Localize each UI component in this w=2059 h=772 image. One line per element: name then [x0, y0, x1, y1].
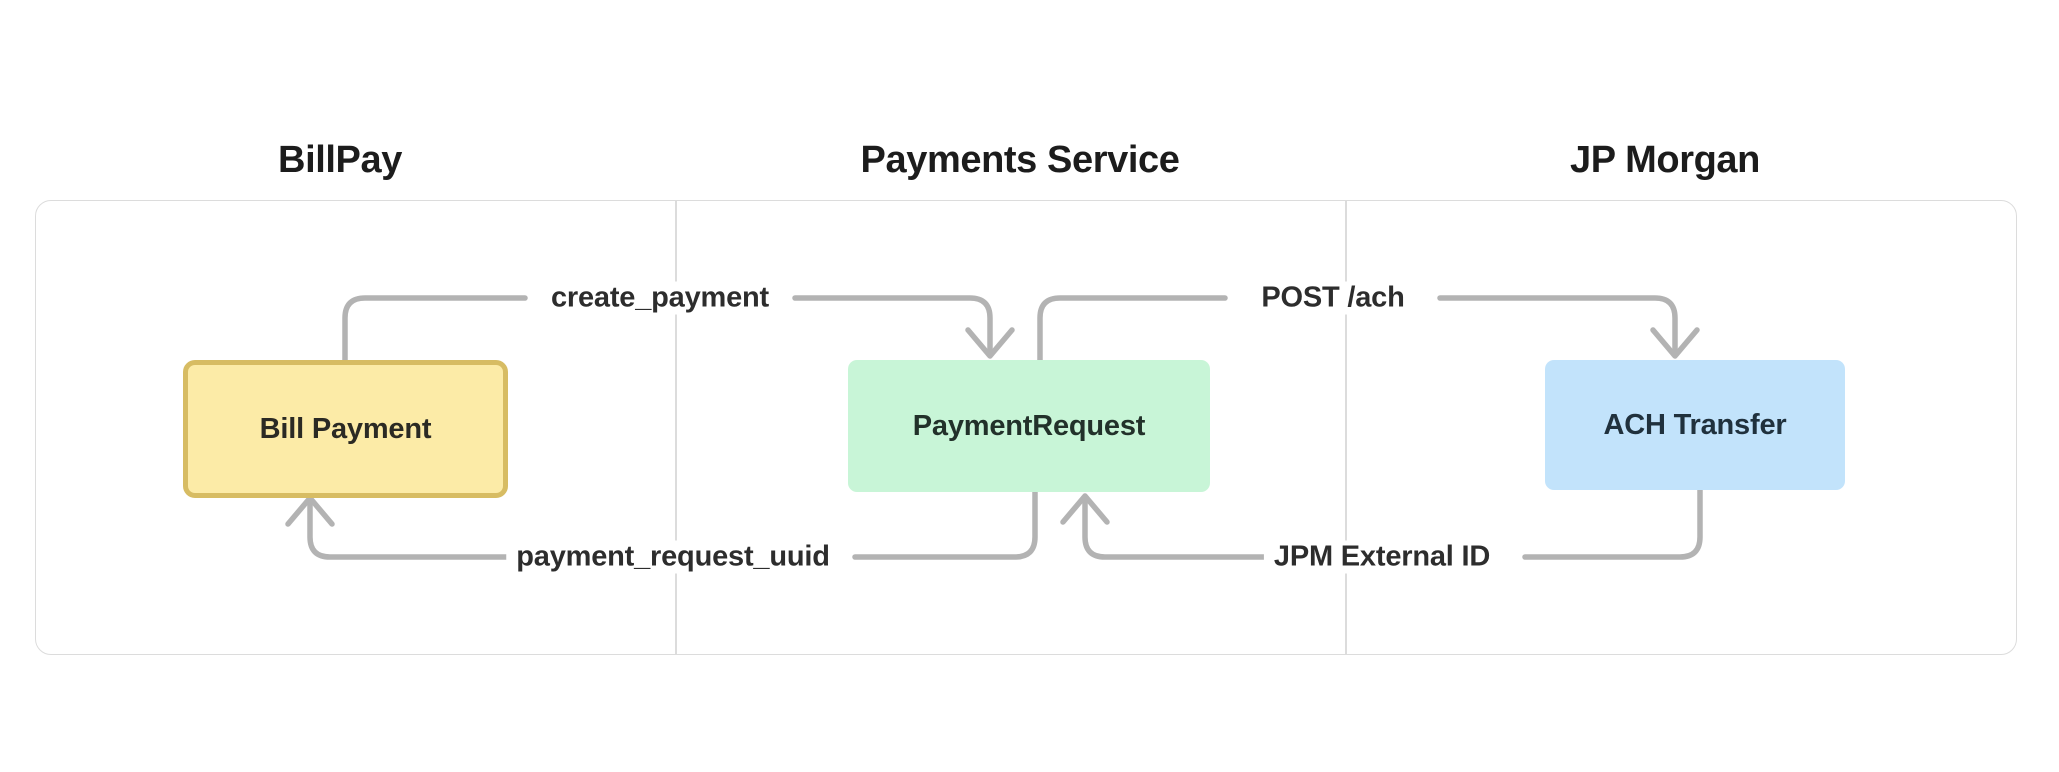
edge-label-jpm-external-id: JPM External ID [1263, 540, 1501, 574]
node-bill-payment[interactable]: Bill Payment [183, 360, 508, 498]
edge-label-payment-request-uuid: payment_request_uuid [506, 540, 840, 574]
node-ach-transfer[interactable]: ACH Transfer [1545, 360, 1845, 490]
node-bill-payment-label: Bill Payment [259, 412, 432, 445]
node-payment-request-label: PaymentRequest [912, 409, 1146, 442]
node-payment-request[interactable]: PaymentRequest [848, 360, 1210, 492]
lane-divider-1 [675, 200, 677, 655]
lane-header-billpay: BillPay [278, 139, 402, 181]
edge-label-create-payment: create_payment [540, 281, 780, 315]
lane-header-payments-service: Payments Service [860, 139, 1180, 181]
edge-label-post-ach: POST /ach [1251, 281, 1415, 315]
lane-divider-2 [1345, 200, 1347, 655]
lane-header-jp-morgan: JP Morgan [1570, 139, 1760, 181]
node-ach-transfer-label: ACH Transfer [1603, 408, 1787, 441]
